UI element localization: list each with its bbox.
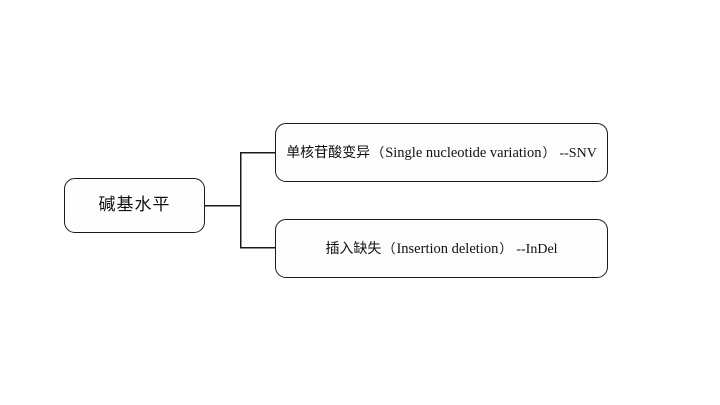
node-indel[interactable]: 插入缺失（Insertion deletion）--InDel [275, 219, 608, 278]
node-indel-label: 插入缺失（Insertion deletion）--InDel [325, 239, 557, 259]
node-root-label: 碱基水平 [98, 195, 171, 216]
node-indel-paren-open: （ [382, 241, 396, 257]
node-root[interactable]: 碱基水平 [64, 178, 205, 233]
node-snv-label-cjk: 单核苷酸变异 [286, 144, 371, 161]
node-snv-label-latin: Single nucleotide variation [385, 144, 542, 161]
node-snv[interactable]: 单核苷酸变异（Single nucleotide variation）--SNV [275, 123, 608, 182]
node-indel-label-latin: Insertion deletion [396, 240, 499, 257]
node-indel-label-cjk: 插入缺失 [325, 240, 382, 257]
node-indel-code: --InDel [516, 241, 558, 257]
node-snv-code: --SNV [559, 145, 597, 161]
node-snv-label: 单核苷酸变异（Single nucleotide variation）--SNV [286, 143, 597, 163]
node-indel-paren-close: ） [499, 241, 513, 257]
node-snv-paren-open: （ [371, 145, 385, 161]
node-snv-paren-close: ） [542, 145, 556, 161]
